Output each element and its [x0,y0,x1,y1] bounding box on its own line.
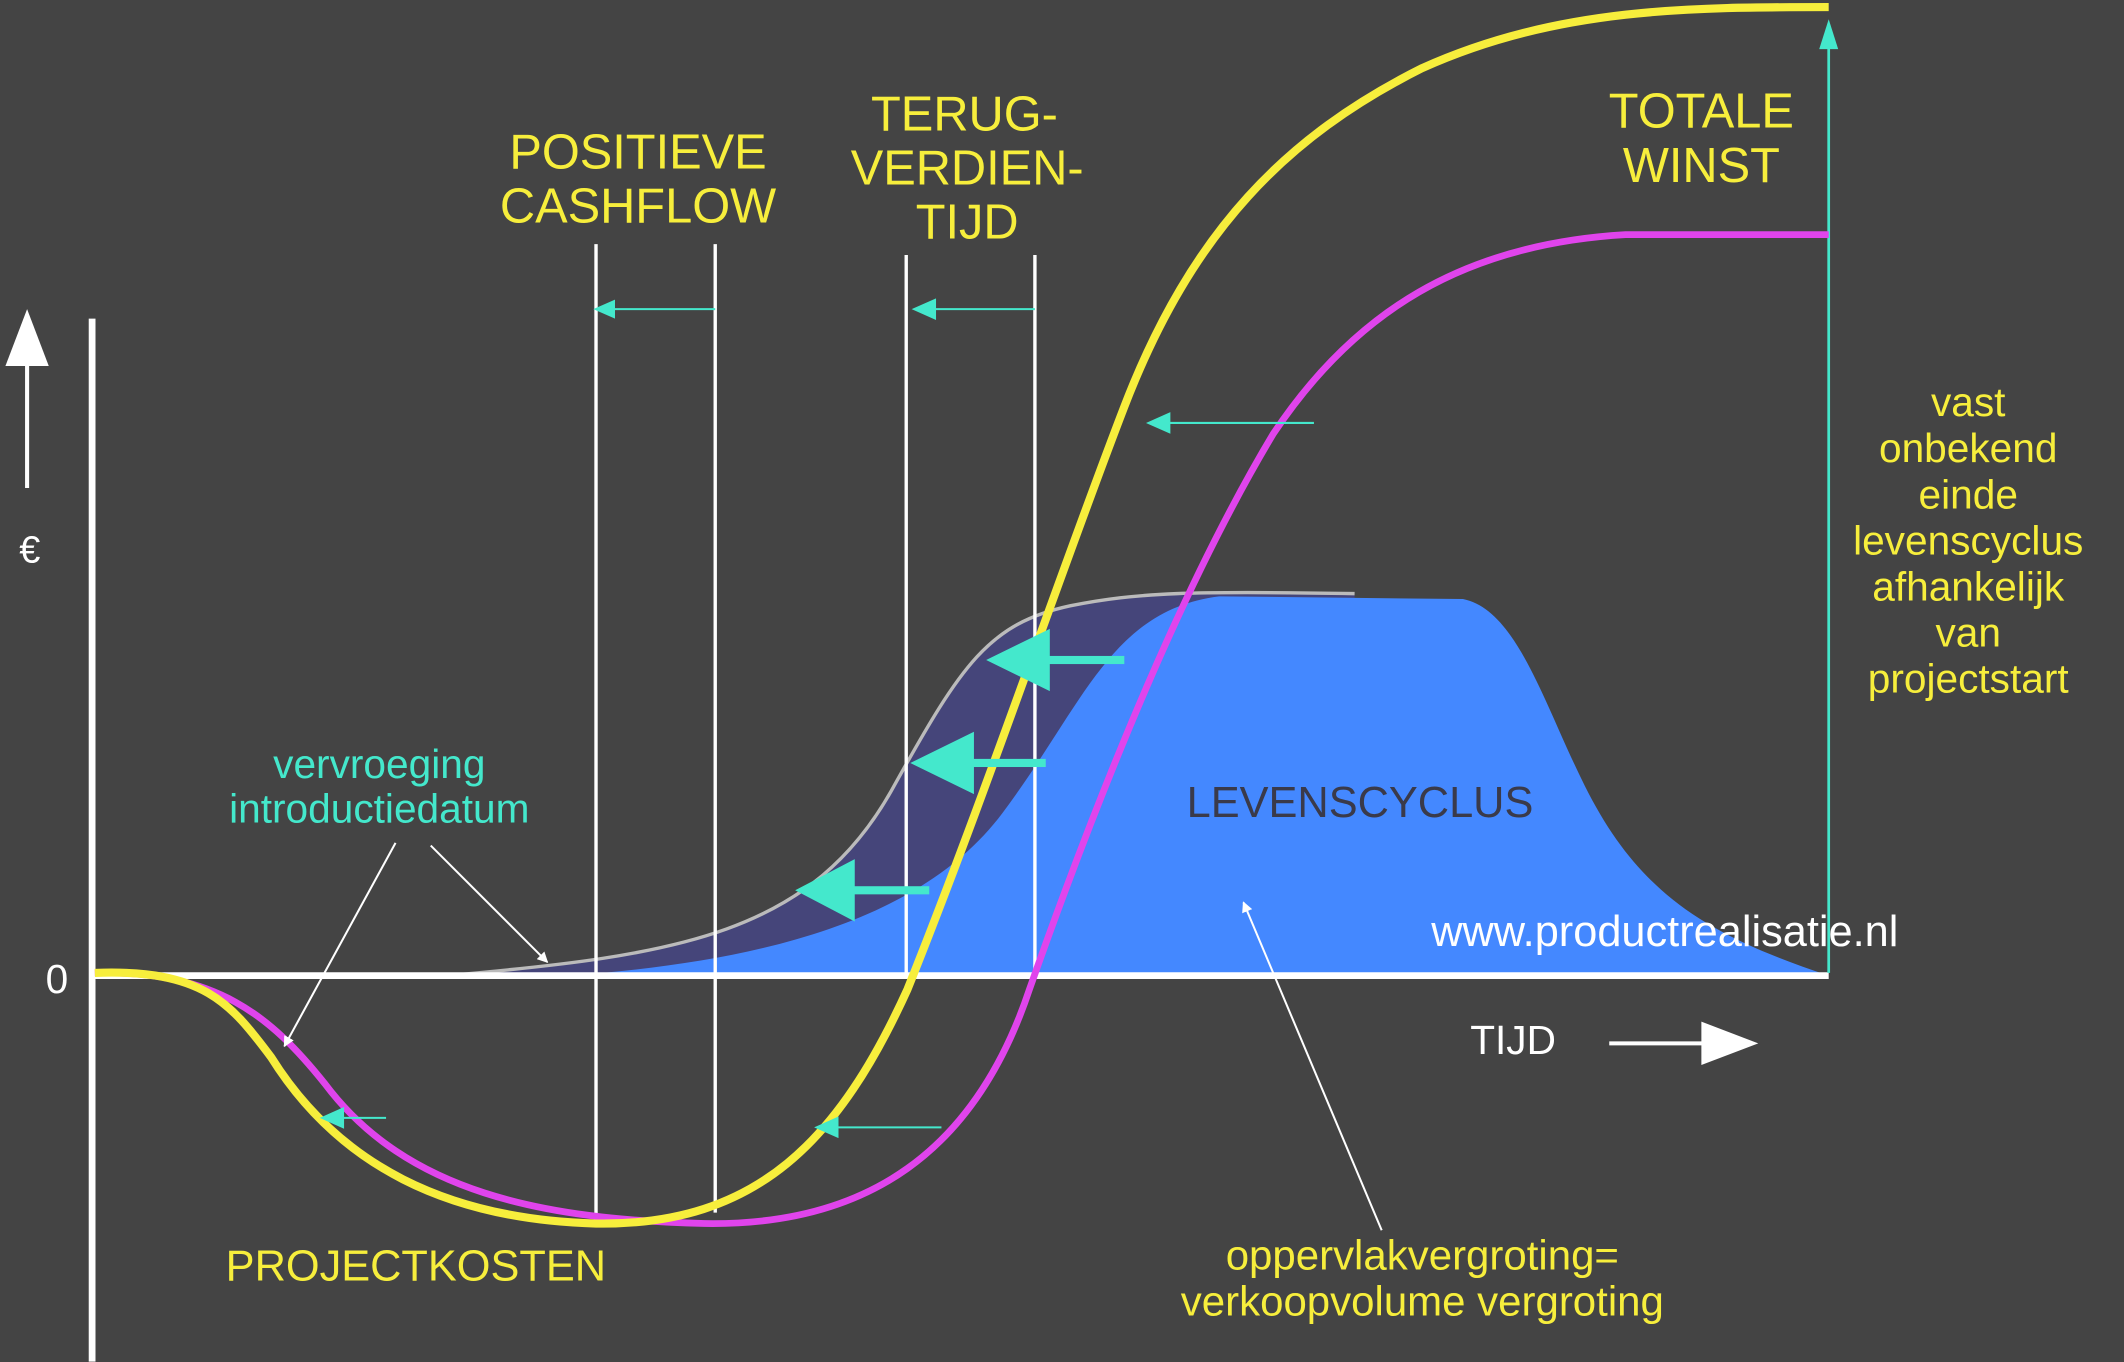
svg-text:projectstart: projectstart [1868,656,2069,702]
lifecycle-label: LEVENSCYCLUS [1187,779,1534,827]
shift-arrow-icon [593,299,716,319]
svg-text:introductiedatum: introductiedatum [229,786,529,832]
svg-text:onbekend: onbekend [1879,425,2057,471]
pointer-line [283,842,397,1048]
earlier-lifecycle-edge [446,590,1355,978]
positive-cashflow-label: CASHFLOW [500,179,776,233]
shift-arrow-icon [1145,412,1314,434]
svg-text:oppervlakvergroting=: oppervlakvergroting= [1226,1232,1619,1279]
shift-arrow-icon [319,1107,387,1129]
x-axis-arrow-icon [1609,1021,1759,1066]
lifecycle-shift-arrow-icon [910,731,1046,795]
pointer-line [430,844,549,964]
end-note: vast onbekend einde levenscyclus afhanke… [1853,379,2083,701]
total-profit-label: WINST [1623,139,1780,193]
svg-text:verkoopvolume vergroting: verkoopvolume vergroting [1181,1278,1664,1325]
zero-label: 0 [46,956,69,1002]
lifecycle-shift-arrow-icon [986,628,1125,692]
svg-text:vast: vast [1931,379,2006,425]
payback-time-label: VERDIEN- [851,142,1084,196]
shift-arrow-icon [911,298,1035,321]
euro-axis-label: € [19,529,40,571]
total-profit-label: TOTALE [1609,85,1794,139]
svg-text:einde: einde [1919,471,2018,517]
area-increase-label: oppervlakvergroting= verkoopvolume vergr… [1181,1232,1664,1325]
earlier-intro-label: vervroeging introductiedatum [229,741,529,832]
cumulative-cashflow-original-curve [94,231,1829,1227]
cumulative-cashflow-earlier-curve [94,3,1829,1228]
y-axis-arrow-icon [5,309,49,488]
pointer-line [1242,901,1383,1231]
svg-text:van: van [1935,609,2001,655]
positive-cashflow-label: POSITIEVE [509,125,766,179]
shift-arrow-icon [814,1116,942,1139]
svg-text:levenscyclus: levenscyclus [1853,517,2083,563]
svg-text:afhankelijk: afhankelijk [1872,563,2065,609]
project-costs-label: PROJECTKOSTEN [226,1242,606,1290]
payback-time-label: TERUG- [871,87,1058,141]
total-profit-arrow-icon [1819,19,1839,973]
lifecycle-area [568,596,1829,976]
svg-text:vervroeging: vervroeging [273,741,485,787]
website-label: www.productrealisatie.nl [1430,908,1898,956]
time-axis-label: TIJD [1470,1017,1556,1063]
lifecycle-shift-arrow-icon [795,859,930,922]
payback-time-label: TIJD [916,196,1019,250]
